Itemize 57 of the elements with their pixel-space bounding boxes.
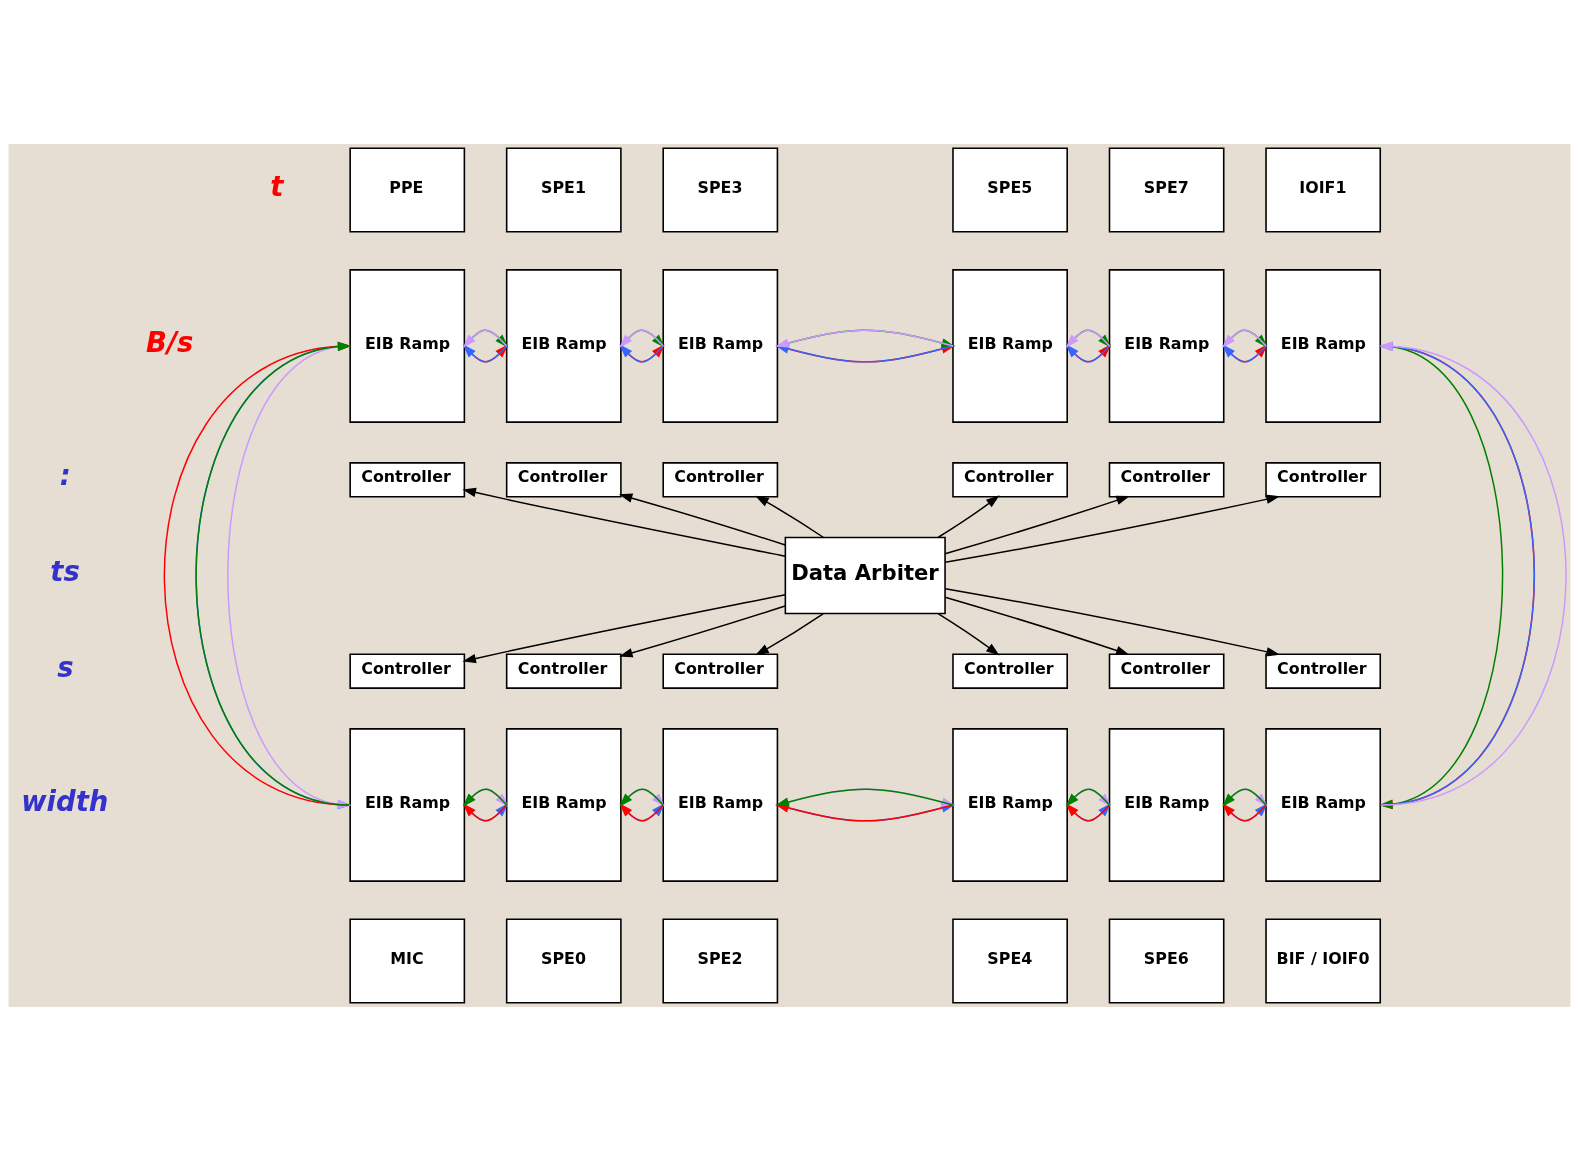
- label: width: [21, 784, 109, 817]
- node-box: SPE3: [662, 147, 779, 233]
- node-box: Controller: [505, 653, 622, 689]
- node-box: Controller: [349, 462, 466, 498]
- node-box: EIB Ramp: [662, 728, 779, 882]
- node-box: Controller: [505, 462, 622, 498]
- node-box: SPE4: [952, 918, 1068, 1004]
- arrow: [755, 613, 824, 656]
- node-box: EIB Ramp: [349, 269, 466, 423]
- label: s: [57, 650, 74, 683]
- node-box: Controller: [349, 653, 466, 689]
- arrow: [619, 605, 786, 658]
- node-box: EIB Ramp: [662, 269, 779, 423]
- arrow: [944, 495, 1130, 555]
- node-box: SPE5: [952, 147, 1068, 233]
- node-box: SPE6: [1108, 918, 1225, 1004]
- node-box: Controller: [1265, 653, 1382, 689]
- arrow: [163, 341, 352, 806]
- arrow: [1379, 341, 1567, 806]
- label: :: [59, 459, 71, 492]
- node-box: EIB Ramp: [349, 728, 466, 882]
- label: t: [270, 169, 284, 202]
- arrow: [618, 493, 786, 546]
- node-box: EIB Ramp: [1108, 269, 1225, 423]
- node-box: Controller: [662, 653, 779, 689]
- label: B/s: [146, 325, 194, 358]
- node-box: SPE2: [662, 918, 779, 1004]
- node-box: SPE1: [505, 147, 622, 233]
- node-box: EIB Ramp: [505, 269, 622, 423]
- node-box: EIB Ramp: [952, 728, 1068, 882]
- node-box: MIC: [349, 918, 466, 1004]
- node-box: SPE0: [505, 918, 622, 1004]
- node-box: Controller: [952, 653, 1068, 689]
- node-box: EIB Ramp: [1265, 728, 1382, 882]
- arrow: [462, 487, 786, 557]
- node-box: Controller: [1265, 462, 1382, 498]
- node-box: Data Arbiter: [784, 536, 946, 615]
- node-box: IOIF1: [1265, 147, 1382, 233]
- node-box: EIB Ramp: [1265, 269, 1382, 423]
- arrow: [944, 494, 1280, 564]
- node-box: PPE: [349, 147, 466, 233]
- arrow: [944, 596, 1130, 656]
- arrow: [755, 495, 824, 538]
- node-box: SPE7: [1108, 147, 1225, 233]
- label: ts: [50, 555, 80, 588]
- arrow: [944, 587, 1280, 657]
- node-box: BIF / IOIF0: [1265, 918, 1382, 1004]
- node-box: EIB Ramp: [505, 728, 622, 882]
- node-box: Controller: [662, 462, 779, 498]
- node-box: Controller: [1108, 462, 1225, 498]
- node-box: Controller: [1108, 653, 1225, 689]
- node-box: EIB Ramp: [952, 269, 1068, 423]
- arrow: [462, 594, 786, 664]
- arrow: [937, 495, 1000, 538]
- node-box: EIB Ramp: [1108, 728, 1225, 882]
- arrow: [937, 613, 1000, 656]
- node-box: Controller: [952, 462, 1068, 498]
